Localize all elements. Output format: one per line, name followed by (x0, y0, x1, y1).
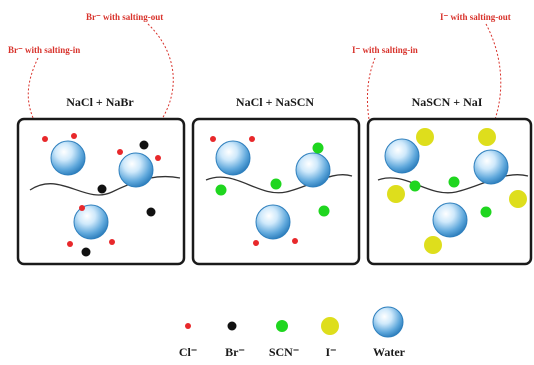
chloride-ion (109, 239, 115, 245)
iodide-ion (478, 128, 496, 146)
iodide-ion (424, 236, 442, 254)
annotation-br-salting-in: Br⁻ with salting-in (8, 45, 80, 55)
legend-water-swatch (372, 306, 404, 338)
water-molecule (215, 140, 251, 176)
water-molecule (73, 204, 109, 240)
legend: Cl⁻ Br⁻ SCN⁻ I⁻ Water (179, 306, 406, 359)
chloride-ion (292, 238, 298, 244)
water-molecule (50, 140, 86, 176)
pointer-i-salting-in (367, 57, 391, 191)
thiocyanate-ion (480, 206, 492, 218)
thiocyanate-ion (215, 184, 227, 196)
water-molecule (432, 202, 468, 238)
panel-nacl-nascn (191, 117, 361, 266)
water-molecule (118, 152, 154, 188)
pointer-br-salting-in (27, 57, 39, 129)
bromide-ion (139, 140, 149, 150)
legend-thiocyanate-label: SCN⁻ (269, 345, 299, 359)
legend-bromide-swatch (227, 321, 237, 331)
legend-chloride-swatch (185, 323, 191, 329)
annotation-i-salting-out: I⁻ with salting-out (440, 12, 511, 22)
panel-nascn-nai (366, 117, 533, 266)
iodide-ion (387, 185, 405, 203)
chloride-ion (253, 240, 259, 246)
legend-iodide-label: I⁻ (325, 345, 336, 359)
legend-iodide-swatch (321, 317, 339, 335)
legend-chloride-label: Cl⁻ (179, 345, 197, 359)
annotation-i-salting-in: I⁻ with salting-in (352, 45, 418, 55)
pointer-br-salting-out (141, 23, 174, 143)
pointer-i-salting-out (485, 23, 502, 133)
legend-water-label: Water (373, 345, 406, 359)
bromide-ion (81, 247, 91, 257)
polymer-chain (377, 174, 529, 194)
chloride-ion (155, 155, 161, 161)
thiocyanate-ion (318, 205, 330, 217)
water-molecule (255, 204, 291, 240)
chloride-ion (249, 136, 255, 142)
legend-thiocyanate-swatch (276, 320, 288, 332)
iodide-ion (509, 190, 527, 208)
legend-bromide-label: Br⁻ (225, 345, 245, 359)
bromide-ion (146, 207, 156, 217)
polymer-chain (205, 174, 353, 194)
thiocyanate-ion (270, 178, 282, 190)
chloride-ion (67, 241, 73, 247)
thiocyanate-ion (409, 180, 421, 192)
chloride-ion (71, 133, 77, 139)
chloride-ion (79, 205, 85, 211)
panel-title-nacl-nascn: NaCl + NaSCN (236, 95, 315, 109)
thiocyanate-ion (312, 142, 324, 154)
panel-title-nacl-nabr: NaCl + NaBr (66, 95, 134, 109)
polymer-chain (29, 175, 181, 196)
water-molecule (295, 152, 331, 188)
thiocyanate-ion (448, 176, 460, 188)
bromide-ion (97, 184, 107, 194)
chloride-ion (42, 136, 48, 142)
panel-title-nascn-nai: NaSCN + NaI (412, 95, 483, 109)
water-molecule (473, 149, 509, 185)
iodide-ion (416, 128, 434, 146)
annotation-br-salting-out: Br⁻ with salting-out (86, 12, 163, 22)
panel-nacl-nabr (16, 117, 186, 266)
chloride-ion (117, 149, 123, 155)
chloride-ion (210, 136, 216, 142)
water-molecule (384, 138, 420, 174)
